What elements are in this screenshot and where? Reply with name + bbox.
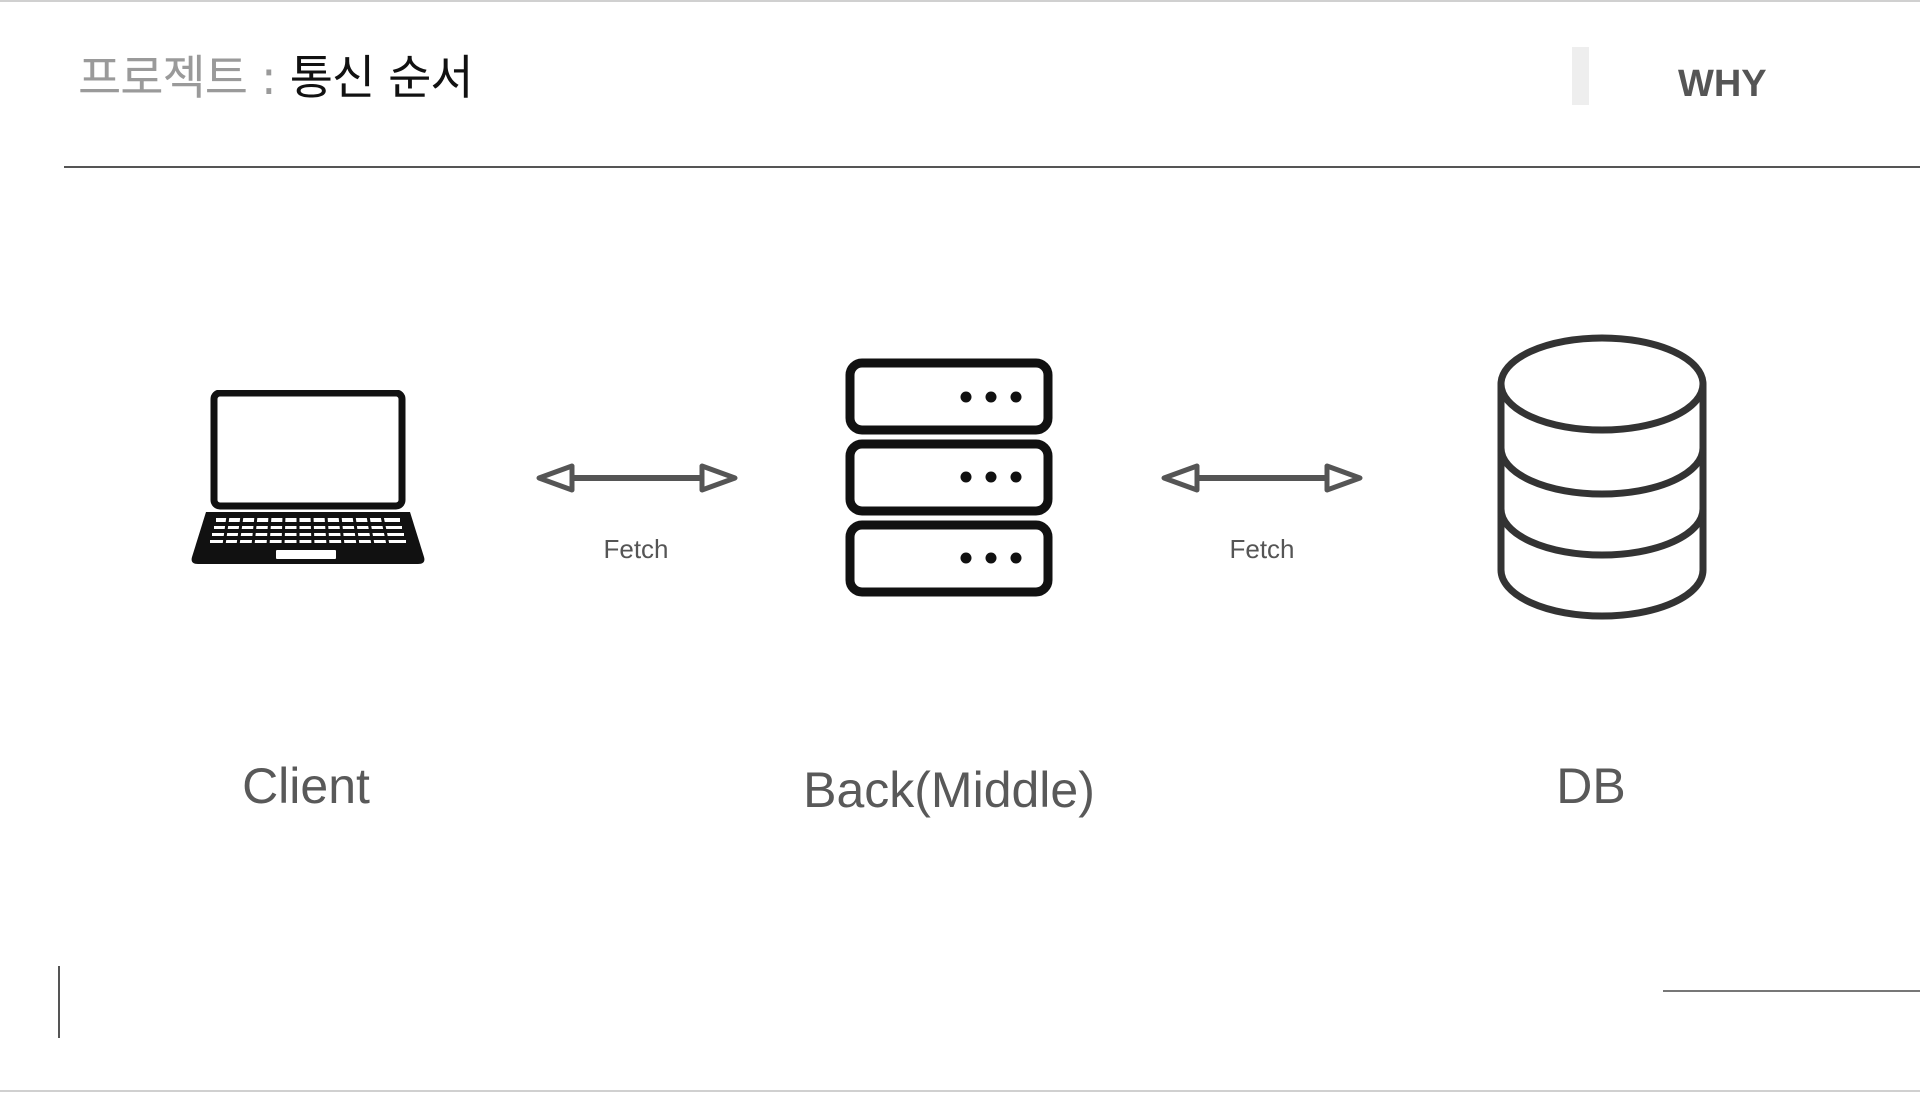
node-label-db: DB bbox=[1556, 758, 1626, 814]
section-marker-bar bbox=[1572, 47, 1589, 105]
bottom-border bbox=[0, 1090, 1920, 1092]
edge-label-client-back: Fetch bbox=[603, 534, 669, 564]
top-border bbox=[0, 0, 1920, 2]
header-divider bbox=[64, 166, 1920, 168]
footer-left-rule bbox=[58, 966, 60, 1038]
keyboard-keys bbox=[210, 518, 406, 543]
server-stack-icon bbox=[845, 358, 1053, 597]
bidirectional-arrow-icon bbox=[536, 463, 738, 493]
database-icon bbox=[1497, 334, 1707, 620]
laptop-icon bbox=[191, 390, 425, 564]
title-prefix: 프로젝트 bbox=[78, 51, 248, 106]
title-main: 통신 순서 bbox=[289, 51, 474, 106]
page-title: 프로젝트 : 통신 순서 bbox=[78, 46, 474, 112]
keyboard-grid bbox=[222, 515, 390, 546]
title-separator: : bbox=[246, 51, 290, 106]
footer-right-rule bbox=[1663, 990, 1920, 992]
edge-label-back-db: Fetch bbox=[1229, 534, 1295, 564]
node-label-client: Client bbox=[242, 758, 370, 814]
node-label-back: Back(Middle) bbox=[803, 762, 1095, 818]
section-tag: WHY bbox=[1678, 63, 1767, 105]
bidirectional-arrow-icon bbox=[1161, 463, 1363, 493]
